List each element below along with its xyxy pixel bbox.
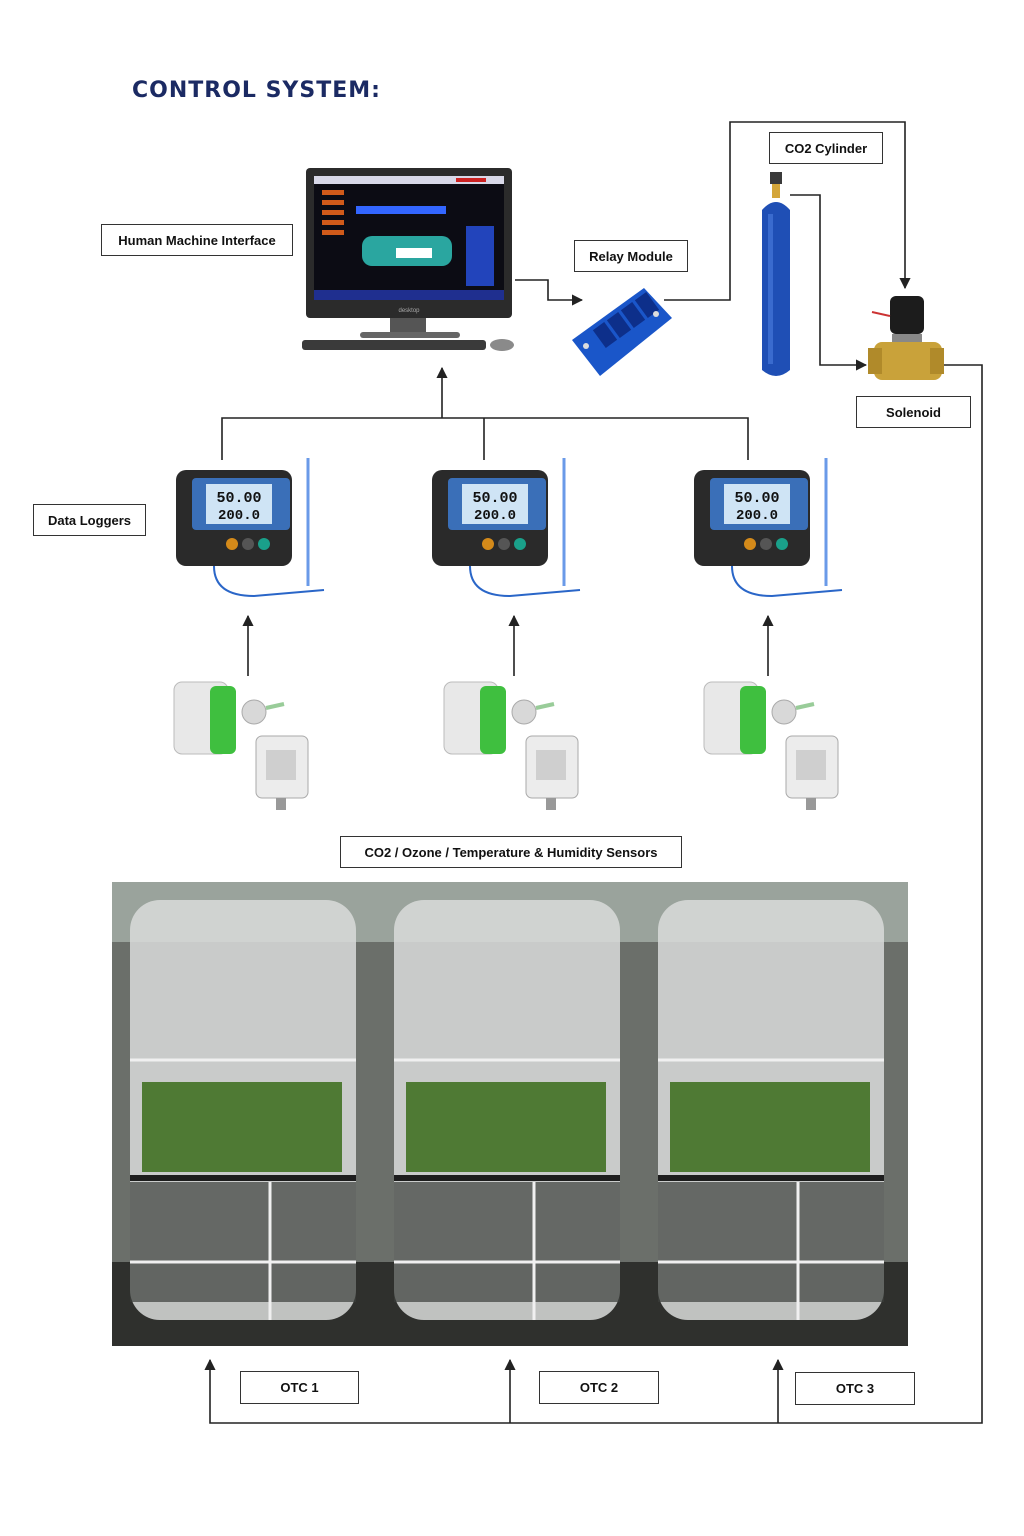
monitor-brand: desktop bbox=[398, 308, 420, 314]
logger-value-1b: 200.0 bbox=[218, 508, 260, 524]
otc1-label: OTC 1 bbox=[240, 1371, 359, 1404]
data-loggers-label: Data Loggers bbox=[33, 504, 146, 536]
sensors-label: CO2 / Ozone / Temperature & Humidity Sen… bbox=[340, 836, 682, 868]
otc-chamber-3 bbox=[658, 900, 884, 1320]
logger-value-2b: 200.0 bbox=[474, 508, 516, 524]
otc-chamber-2 bbox=[394, 900, 620, 1320]
otc-chamber-1 bbox=[130, 900, 356, 1320]
otc-chambers-photo bbox=[112, 882, 908, 1346]
relay-label: Relay Module bbox=[574, 240, 688, 272]
hmi-label: Human Machine Interface bbox=[101, 224, 293, 256]
co2-cylinder-label: CO2 Cylinder bbox=[769, 132, 883, 164]
solenoid-valve bbox=[868, 296, 944, 380]
logger-value-2a: 50.00 bbox=[472, 490, 517, 507]
data-logger-2: 50.00 200.0 bbox=[432, 458, 581, 598]
hmi-computer: desktop bbox=[302, 168, 514, 351]
logger-value-3b: 200.0 bbox=[736, 508, 778, 524]
otc3-label: OTC 3 bbox=[795, 1372, 915, 1405]
logger-value-1a: 50.00 bbox=[216, 490, 261, 507]
solenoid-label: Solenoid bbox=[856, 396, 971, 428]
co2-cylinder bbox=[762, 172, 790, 376]
sensor-group-2 bbox=[443, 681, 579, 810]
otc2-label: OTC 2 bbox=[539, 1371, 659, 1404]
relay-module bbox=[572, 288, 672, 376]
data-logger-1: 50.00 200.0 bbox=[176, 458, 325, 598]
sensor-group-1 bbox=[173, 681, 309, 810]
sensor-group-3 bbox=[703, 681, 839, 810]
data-logger-3: 50.00 200.0 bbox=[694, 458, 843, 598]
page-title: CONTROL SYSTEM: bbox=[132, 78, 381, 103]
logger-value-3a: 50.00 bbox=[734, 490, 779, 507]
